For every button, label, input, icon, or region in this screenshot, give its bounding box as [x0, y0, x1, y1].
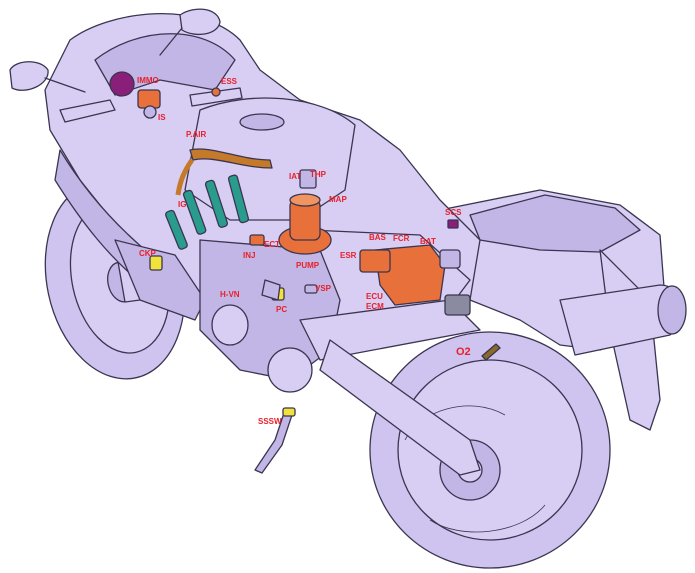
label-ig: IG [178, 200, 186, 209]
label-inj: INJ [243, 251, 255, 260]
fuel-tank [184, 97, 356, 221]
label-pc: PC [276, 305, 287, 314]
label-scs: SCS [445, 208, 462, 217]
label-ecu: ECU [366, 292, 383, 301]
sensors [109, 71, 501, 417]
label-esr: ESR [340, 251, 357, 260]
label-is: IS [158, 113, 166, 122]
label-sssw: SSSW [258, 417, 282, 426]
swingarm [319, 339, 481, 476]
label-bat: BAT [420, 237, 436, 246]
label-thp: THP [310, 170, 327, 179]
label-p-air: P.AIR [186, 130, 207, 139]
engine-block [199, 239, 481, 393]
label-ckp: CKP [139, 249, 157, 258]
throttle-body [278, 193, 332, 255]
handlebars [59, 87, 243, 123]
label-map: MAP [329, 195, 347, 204]
label-fcr: FCR [393, 234, 410, 243]
rear-wheel [369, 331, 611, 569]
label-ess: ESS [221, 77, 238, 86]
exhaust-muffler [559, 284, 687, 356]
ecu-block [359, 244, 471, 316]
label-ecm: ECM [366, 302, 384, 311]
label-immo: IMMO [137, 76, 159, 85]
ignition-coils [165, 174, 250, 250]
label-o2: O2 [456, 346, 471, 358]
pair-hose [175, 148, 273, 196]
label-iat: IAT [289, 172, 301, 181]
label-h-vn: H-VN [220, 290, 240, 299]
mirrors [9, 8, 221, 93]
label-ect: ECT [264, 240, 280, 249]
label-pump: PUMP [296, 261, 320, 270]
label-bas: BAS [369, 233, 387, 242]
label-vsp: VSP [315, 284, 332, 293]
